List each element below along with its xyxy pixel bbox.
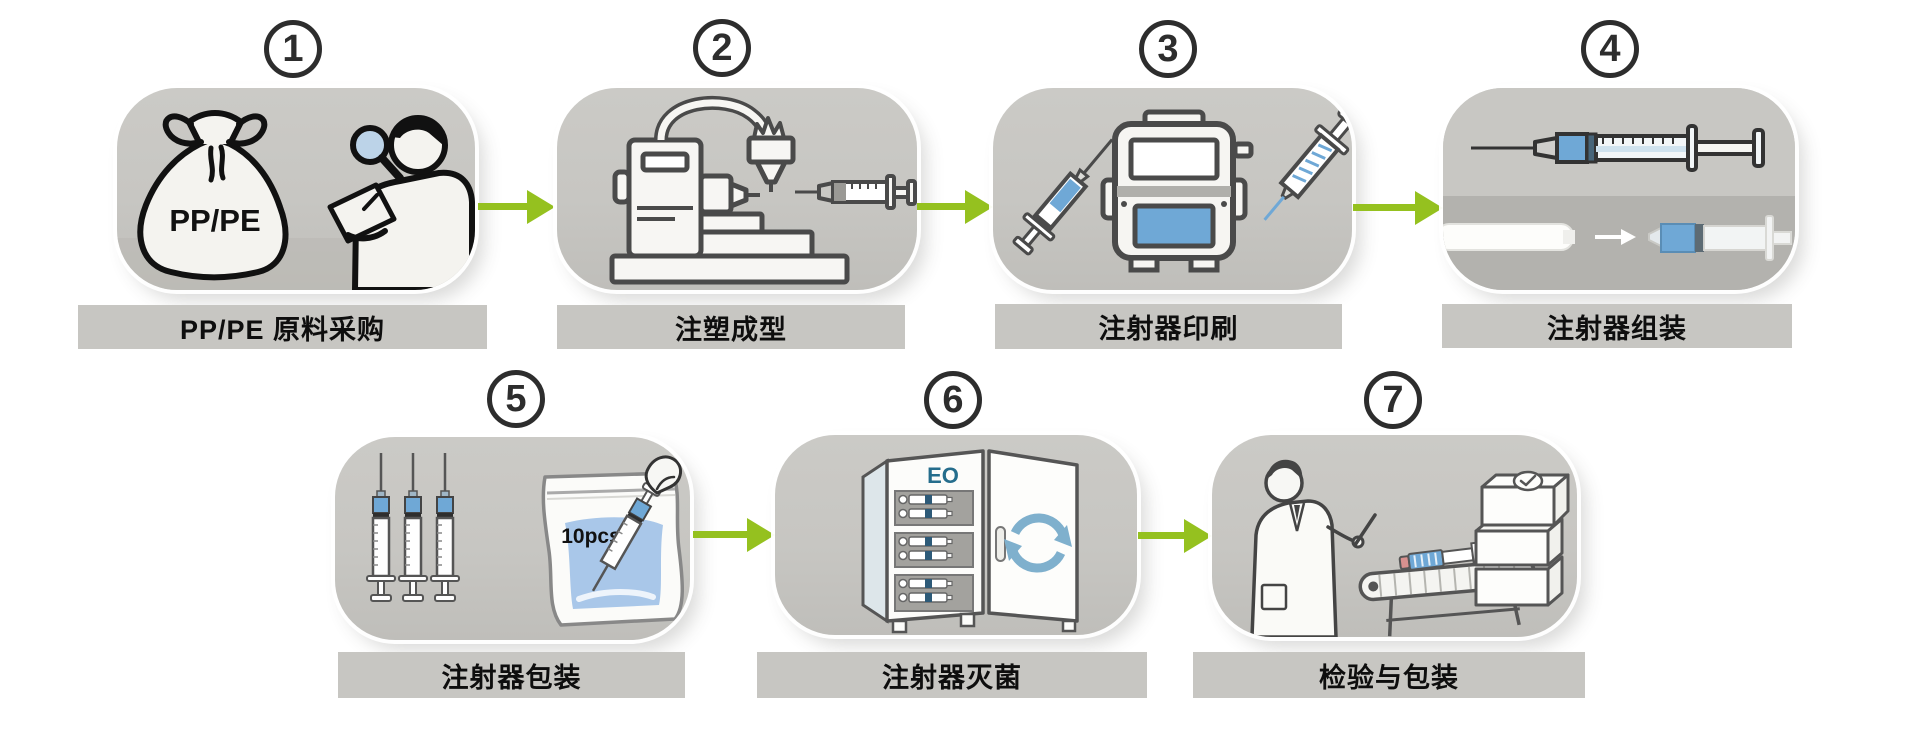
printed-graduations (1292, 143, 1333, 183)
step-1-icon-panel: PP/PE (117, 88, 475, 290)
step-label-text: PP/PE 原料采购 (179, 314, 386, 345)
molded-syringe-icon (795, 174, 917, 210)
step-5-icon-panel: 10pcs (335, 437, 690, 640)
step-6-label: 注射器灭菌 (757, 652, 1147, 698)
flow-arrow-1-2 (478, 203, 527, 210)
assembled-syringe-icon (1471, 124, 1765, 172)
step-label-text: 注射器灭菌 (882, 662, 1022, 693)
step-label-text: 注射器印刷 (1098, 314, 1239, 344)
printing-machine-icon (1100, 109, 1254, 273)
packed-syringes-icon (365, 451, 461, 603)
flow-arrow-6-7 (1138, 532, 1184, 539)
pen-icon (1353, 513, 1377, 547)
sterilizer-door (987, 449, 1079, 623)
door-handle (995, 526, 1006, 562)
step-5-number-badge: 5 (487, 370, 545, 428)
magnifier-icon (350, 125, 390, 165)
inspector-person-icon (1250, 459, 1377, 637)
step-6-number-badge: 6 (924, 371, 982, 429)
step-number: 1 (282, 27, 304, 70)
eo-label-text: EO (927, 463, 959, 488)
step-number: 4 (1599, 27, 1621, 70)
bag-material-text: PP/PE (169, 203, 260, 238)
step-5-label: 注射器包装 (338, 652, 685, 698)
assembly-arrow-icon (1595, 229, 1636, 245)
step-label-text: 注塑成型 (675, 314, 787, 345)
step-label-text: 注射器组装 (1547, 313, 1687, 344)
step-1-number-badge: 1 (264, 20, 322, 78)
hand-icon (644, 455, 683, 495)
step-7-number-badge: 7 (1364, 371, 1422, 429)
pp-pe-procurement-icon: PP/PE (117, 110, 475, 290)
step-6-icon-panel: EO (775, 435, 1137, 635)
flow-arrow-2-3 (917, 203, 965, 210)
step-4-label: 注射器组装 (1442, 304, 1792, 348)
step-2-icon-panel (557, 88, 917, 290)
step-label-text: 检验与包装 (1319, 662, 1459, 693)
assembled-product-icon (1648, 215, 1792, 261)
injection-molding-machine-icon (609, 95, 917, 285)
sterilizer-cabinet: EO (861, 449, 985, 624)
step-2-number-badge: 2 (693, 19, 751, 77)
step-1-label: PP/PE 原料采购 (78, 305, 487, 349)
eo-sterilizer-icon: EO (861, 449, 1079, 634)
printer-blue-panel (1132, 203, 1216, 249)
inspection-sheet (327, 182, 397, 244)
pp-pe-bag-icon: PP/PE (137, 110, 289, 281)
syringe-icon-left (1012, 138, 1114, 256)
flow-arrow-3-4 (1353, 204, 1415, 211)
syringe-printing-icon (1012, 107, 1352, 273)
step-2-label: 注塑成型 (557, 305, 905, 349)
flow-arrow-5-6 (693, 531, 747, 538)
inspector-icon (327, 115, 475, 290)
step-3-icon-panel (993, 88, 1352, 290)
step-label-text: 注射器包装 (441, 662, 582, 693)
step-number: 3 (1157, 27, 1179, 70)
syringe-icon-right (1263, 107, 1352, 221)
hair (1267, 459, 1303, 479)
step-4-icon-panel (1443, 88, 1795, 290)
cabinet-feet (891, 612, 1077, 634)
hair (392, 115, 444, 145)
step-7-icon-panel (1212, 435, 1577, 637)
cycle-arrows-icon (1004, 513, 1072, 573)
step-3-number-badge: 3 (1139, 20, 1197, 78)
step-3-label: 注射器印刷 (995, 304, 1342, 349)
hopper (746, 135, 796, 165)
step-number: 6 (942, 378, 964, 421)
plunger-part-icon (1443, 223, 1575, 251)
inspection-packing-icon (1250, 459, 1570, 637)
bag-count-text: 10pcs (561, 525, 621, 548)
step-number: 2 (711, 26, 733, 69)
step-7-label: 检验与包装 (1193, 652, 1585, 698)
step-4-number-badge: 4 (1581, 20, 1639, 78)
packed-boxes-icon (1474, 470, 1570, 607)
step-number: 7 (1382, 378, 1404, 421)
syringe-assembly-icon (1443, 88, 1795, 290)
molding-machine-body (609, 137, 850, 285)
syringe-bagging-icon: 10pcs (365, 451, 685, 627)
check-badge-icon (1512, 470, 1544, 492)
inserted-syringe-icon (591, 482, 662, 592)
step-number: 5 (505, 377, 527, 420)
coat-pocket (1260, 583, 1288, 611)
